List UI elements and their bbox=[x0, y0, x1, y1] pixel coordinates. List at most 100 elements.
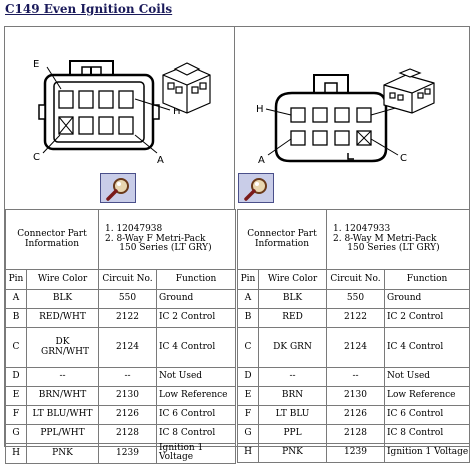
connector-diagram-left: E H C A bbox=[5, 27, 235, 209]
cell-circuit: 2122 bbox=[326, 308, 385, 328]
connector-3d-thumbnail bbox=[162, 62, 211, 114]
table-row: H PNK 1239 Ignition 1 Voltage bbox=[5, 443, 236, 464]
cell-circuit: -- bbox=[326, 367, 385, 387]
cell-function: IC 2 Control bbox=[384, 308, 470, 328]
cell-wire-color: PNK bbox=[26, 443, 99, 464]
cell-pin: B bbox=[5, 308, 27, 328]
cell-wire-color: LT BLU/WHT bbox=[26, 405, 99, 425]
pin-label-c: C bbox=[400, 153, 407, 164]
cell-function: IC 6 Control bbox=[384, 405, 470, 425]
cell-function: Ignition 1 Voltage bbox=[384, 443, 470, 463]
cell-circuit: 2130 bbox=[326, 386, 385, 406]
cell-pin: A bbox=[5, 289, 27, 309]
col-header-wire-color: Wire Color bbox=[26, 269, 99, 290]
col-header-circuit-no: Circuit No. bbox=[326, 269, 385, 290]
connector-face-right: H E A C bbox=[256, 68, 435, 166]
cell-circuit: 2128 bbox=[326, 424, 385, 444]
connector-3d-thumbnail bbox=[383, 68, 435, 114]
cell-circuit: 2126 bbox=[326, 405, 385, 425]
cell-function: IC 8 Control bbox=[384, 424, 470, 444]
connector-part-info: 1. 12047938 2. 8-Way F Metri-Pack 150 Se… bbox=[98, 209, 236, 270]
info-line: 2. 8-Way M Metri-Pack bbox=[333, 233, 437, 244]
info-line: 1. 12047938 bbox=[105, 224, 163, 235]
cell-wire-color: BLK bbox=[26, 289, 99, 309]
cell-wire-color: DK GRN/WHT bbox=[26, 327, 99, 368]
cell-wire-color: BLK bbox=[258, 289, 327, 309]
pinout-table-right: Connector Part Information 1. 12047933 2… bbox=[237, 209, 470, 463]
cell-pin: A bbox=[237, 289, 259, 309]
col-header-function: Function bbox=[156, 269, 236, 290]
cell-function: IC 4 Control bbox=[156, 327, 236, 368]
info-line: 2. 8-Way F Metri-Pack bbox=[105, 233, 206, 244]
cell-pin: F bbox=[5, 405, 27, 425]
table-row: A BLK 550 Ground bbox=[5, 289, 236, 309]
info-line: 1. 12047933 bbox=[333, 224, 391, 235]
info-line: 150 Series (LT GRY) bbox=[333, 243, 440, 254]
cell-pin: D bbox=[5, 367, 27, 387]
pin-label-h: H bbox=[256, 104, 264, 115]
cell-circuit: 2128 bbox=[98, 424, 157, 444]
cell-pin: H bbox=[5, 443, 27, 464]
magnifier-icon bbox=[244, 178, 267, 201]
cell-function: Ground bbox=[384, 289, 470, 309]
col-header-pin: Pin bbox=[5, 269, 27, 290]
cell-wire-color: -- bbox=[258, 367, 327, 387]
connector-part-info: 1. 12047933 2. 8-Way M Metri-Pack 150 Se… bbox=[326, 209, 470, 270]
cell-pin: B bbox=[237, 308, 259, 328]
cell-pin: E bbox=[5, 386, 27, 406]
cell-circuit: 2122 bbox=[98, 308, 157, 328]
cell-circuit: 2124 bbox=[326, 327, 385, 368]
cell-circuit: 1239 bbox=[326, 443, 385, 463]
cell-function: Low Reference bbox=[384, 386, 470, 406]
table-row: B RED/WHT 2122 IC 2 Control bbox=[5, 308, 236, 328]
cell-function: IC 2 Control bbox=[156, 308, 236, 328]
cell-pin: G bbox=[5, 424, 27, 444]
col-header-circuit-no: Circuit No. bbox=[98, 269, 157, 290]
table-row: E BRN 2130 Low Reference bbox=[237, 386, 470, 406]
cell-circuit: 550 bbox=[98, 289, 157, 309]
cell-function: Ground bbox=[156, 289, 236, 309]
cell-wire-color: BRN/WHT bbox=[26, 386, 99, 406]
table-row: G PPL 2128 IC 8 Control bbox=[237, 424, 470, 444]
col-header-function: Function bbox=[384, 269, 470, 290]
cell-wire-color: PNK bbox=[258, 443, 327, 463]
table-row: H PNK 1239 Ignition 1 Voltage bbox=[237, 443, 470, 463]
table-row: A BLK 550 Ground bbox=[237, 289, 470, 309]
magnifier-icon bbox=[106, 178, 129, 201]
col-header-wire-color: Wire Color bbox=[258, 269, 327, 290]
connector-diagram-right: H E A C bbox=[234, 27, 469, 209]
cell-function: Ignition 1 Voltage bbox=[156, 443, 236, 464]
cell-pin: G bbox=[237, 424, 259, 444]
cell-wire-color: BRN bbox=[258, 386, 327, 406]
cell-pin: E bbox=[237, 386, 259, 406]
table-row: C DK GRN/WHT 2124 IC 4 Control bbox=[5, 327, 236, 368]
connector-face-left: E H C A bbox=[33, 59, 211, 166]
zoom-button-left[interactable] bbox=[100, 173, 136, 203]
pin-label-a: A bbox=[157, 155, 164, 166]
zoom-button-right[interactable] bbox=[238, 173, 274, 203]
cell-circuit: 2130 bbox=[98, 386, 157, 406]
table-row: F LT BLU 2126 IC 6 Control bbox=[237, 405, 470, 425]
info-line: 150 Series (LT GRY) bbox=[105, 243, 212, 254]
cell-circuit: 1239 bbox=[98, 443, 157, 464]
cell-circuit: 2126 bbox=[98, 405, 157, 425]
cell-wire-color: -- bbox=[26, 367, 99, 387]
pin-label-h: H bbox=[173, 106, 181, 117]
col-header-pin: Pin bbox=[237, 269, 259, 290]
cell-circuit: -- bbox=[98, 367, 157, 387]
table-row: D -- -- Not Used bbox=[237, 367, 470, 387]
connector-frame: E H C A bbox=[4, 26, 470, 464]
cell-function: Not Used bbox=[156, 367, 236, 387]
cell-wire-color: RED/WHT bbox=[26, 308, 99, 328]
cell-wire-color: PPL/WHT bbox=[26, 424, 99, 444]
page-title: C149 Even Ignition Coils bbox=[5, 2, 173, 16]
table-row: F LT BLU/WHT 2126 IC 6 Control bbox=[5, 405, 236, 425]
pin-label-a: A bbox=[258, 155, 265, 166]
pin-label-e: E bbox=[33, 59, 39, 70]
cell-function: IC 4 Control bbox=[384, 327, 470, 368]
cell-wire-color: LT BLU bbox=[258, 405, 327, 425]
connector-part-info-label: Connector Part Information bbox=[237, 209, 327, 270]
cell-function: Not Used bbox=[384, 367, 470, 387]
cell-pin: H bbox=[237, 443, 259, 463]
pinout-table-left: Connector Part Information 1. 12047938 2… bbox=[5, 209, 236, 464]
